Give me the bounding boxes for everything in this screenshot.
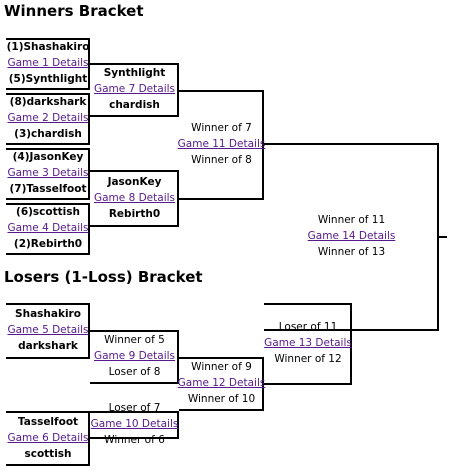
winners-game-3-bottom-line xyxy=(6,198,90,200)
winners-game-8-bottom-participant: Rebirth0 xyxy=(108,207,161,220)
champion-line xyxy=(439,236,447,238)
losers-bracket-title: Losers (1-Loss) Bracket xyxy=(4,268,203,286)
winners-game-11-top-line xyxy=(179,90,264,92)
losers-game-12-top-line xyxy=(179,357,264,359)
losers-game-9-bottom-line xyxy=(90,382,179,384)
winners-game-1-game-details-link[interactable]: Game 1 Details xyxy=(7,57,89,69)
losers-game-13-bottom-participant: Winner of 12 xyxy=(274,353,342,365)
winners-game-11-bottom-participant: Winner of 8 xyxy=(191,154,252,166)
winners-game-2-bottom-line xyxy=(6,143,90,145)
losers-game-12-game-details-link[interactable]: Game 12 Details xyxy=(177,377,266,389)
winners-game-2-top-line xyxy=(6,93,90,95)
losers-game-10-top-line xyxy=(90,411,179,413)
winners-game-3-top-participant: (4)JasonKey xyxy=(12,151,84,163)
winners-game-11-game-details-link[interactable]: Game 11 Details xyxy=(177,138,266,150)
winners-game-1-top-line xyxy=(6,38,90,40)
winners-game-8-top-participant: JasonKey xyxy=(107,175,162,188)
winners-game-3-connector xyxy=(88,148,90,200)
winners-game-3-top-line xyxy=(6,148,90,150)
winners-game-2-bottom-participant: (3)chardish xyxy=(14,128,82,140)
losers-game-6-connector xyxy=(88,411,90,466)
winners-game-1-connector xyxy=(88,38,90,90)
losers-game-6-top-participant: Tasselfoot xyxy=(17,415,79,428)
losers-game-10-top-participant: Loser of 7 xyxy=(108,402,161,414)
losers-game-9-top-line xyxy=(90,330,179,332)
losers-game-12-connector xyxy=(262,357,264,411)
game-14-game-details-link[interactable]: Game 14 Details xyxy=(307,230,396,242)
winners-game-4-bottom-participant: (2)Rebirth0 xyxy=(13,238,83,250)
winners-game-8-game-details-link[interactable]: Game 8 Details xyxy=(93,191,176,204)
losers-game-13-game-details-link[interactable]: Game 13 Details xyxy=(264,337,352,349)
winners-game-4-game-details-link[interactable]: Game 4 Details xyxy=(7,222,89,234)
winners-game-1-bottom-participant: (5)Synthlight xyxy=(8,73,88,85)
winners-game-4-bottom-line xyxy=(6,253,90,255)
losers-game-10-bottom-line xyxy=(90,437,179,439)
winners-game-4-top-participant: (6)scottish xyxy=(16,206,80,218)
winners-game-1-top-participant: (1)Shashakiro xyxy=(6,41,90,53)
losers-game-9-bottom-participant: Loser of 8 xyxy=(108,366,161,378)
winners-game-7-connector xyxy=(177,63,179,117)
losers-game-6-game-details-link[interactable]: Game 6 Details xyxy=(7,431,89,444)
winners-game-8-bottom-line xyxy=(90,225,179,227)
winners-game-4-top-line xyxy=(6,203,90,205)
losers-game-5-connector xyxy=(88,303,90,359)
game-14-top-line xyxy=(264,143,439,145)
losers-game-12-top-participant: Winner of 9 xyxy=(191,361,252,373)
losers-game-13-bottom-line xyxy=(264,383,352,385)
game-14-connector xyxy=(437,143,439,331)
winners-game-3-game-details-link[interactable]: Game 3 Details xyxy=(7,167,89,179)
losers-game-12-bottom-participant: Winner of 10 xyxy=(187,393,256,405)
losers-game-13-top-participant: Loser of 11 xyxy=(278,321,338,333)
losers-game-5-top-line xyxy=(6,303,90,305)
losers-game-6-bottom-participant: scottish xyxy=(24,447,72,460)
winners-game-8-connector xyxy=(177,170,179,227)
losers-game-5-top-participant: Shashakiro xyxy=(15,308,81,320)
losers-game-6-bottom-line xyxy=(6,464,90,466)
losers-game-5-bottom-participant: darkshark xyxy=(18,340,78,352)
losers-game-6-top-line xyxy=(6,411,90,413)
winners-game-2-top-participant: (8)darkshark xyxy=(9,96,87,108)
losers-game-10-game-details-link[interactable]: Game 10 Details xyxy=(90,418,179,430)
winners-game-1-bottom-line xyxy=(6,88,90,90)
winners-game-8-top-line xyxy=(90,170,179,172)
winners-game-7-game-details-link[interactable]: Game 7 Details xyxy=(93,83,176,95)
losers-game-12-bottom-line xyxy=(179,409,264,411)
losers-game-9-top-participant: Winner of 5 xyxy=(104,334,165,346)
losers-game-10-connector xyxy=(177,411,179,439)
winners-game-7-top-participant: Synthlight xyxy=(103,67,166,79)
losers-game-5-game-details-link[interactable]: Game 5 Details xyxy=(7,324,89,336)
losers-game-10-bottom-participant: Winner of 6 xyxy=(104,434,165,446)
winners-game-7-bottom-line xyxy=(90,115,179,117)
winners-bracket-title: Winners Bracket xyxy=(4,2,144,20)
winners-game-11-bottom-line xyxy=(179,198,264,200)
winners-game-2-game-details-link[interactable]: Game 2 Details xyxy=(7,112,89,124)
winners-game-4-connector xyxy=(88,203,90,255)
winners-game-11-connector xyxy=(262,90,264,200)
game-14-bottom-participant: Winner of 13 xyxy=(317,246,386,258)
winners-game-7-top-line xyxy=(90,63,179,65)
losers-game-9-connector xyxy=(177,330,179,384)
winners-game-3-bottom-participant: (7)Tasselfoot xyxy=(9,183,87,195)
winners-game-11-top-participant: Winner of 7 xyxy=(191,122,252,134)
losers-game-13-connector xyxy=(350,303,352,385)
winners-game-2-connector xyxy=(88,93,90,145)
losers-game-13-top-line xyxy=(264,303,352,305)
winners-game-7-bottom-participant: chardish xyxy=(109,99,160,111)
game-14-top-participant: Winner of 11 xyxy=(317,214,386,226)
losers-game-9-game-details-link[interactable]: Game 9 Details xyxy=(93,350,176,362)
losers-game-5-bottom-line xyxy=(6,357,90,359)
